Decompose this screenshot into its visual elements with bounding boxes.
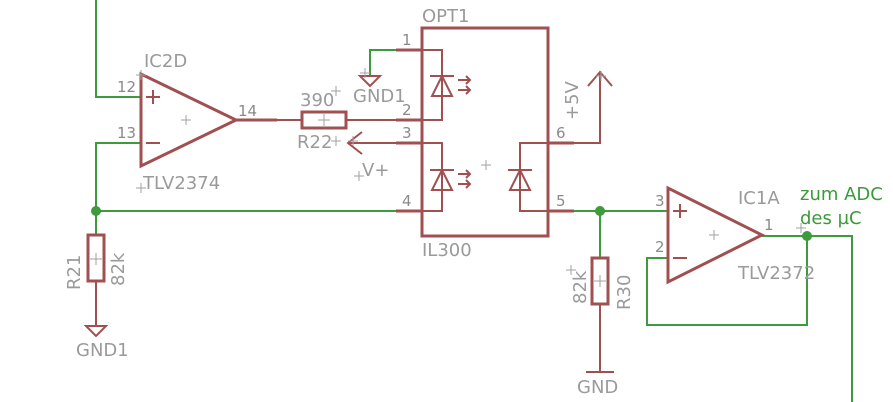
opt1-pin-4: 4 [402,192,412,210]
r30-value: 82k [570,270,591,304]
opt1-pin-6: 6 [556,124,566,142]
ic1a-name: IC1A [738,188,780,209]
opt1-pin-1: 1 [402,31,412,49]
output-label-line2: des µC [800,208,862,229]
ic2d-pin-plus: 12 [117,78,136,96]
gnd1-symbol-top [357,75,383,88]
r22-value: 390 [300,90,334,111]
wire-ic1a-output [762,235,853,402]
r21-value: 82k [108,252,129,286]
gnd1-label-bottom: GND1 [76,340,129,361]
wire-ic1a-feedback [646,236,808,326]
gnd-label: GND [577,377,618,398]
wire-ic2d-minus [95,142,141,211]
optocoupler-opt1[interactable] [396,26,574,238]
op-amp-ic1a[interactable] [666,185,766,285]
r21-name: R21 [64,255,85,290]
ic2d-pin-minus: 13 [117,124,136,142]
ic1a-pin-plus: 3 [655,192,665,210]
junction-dot-pin5 [595,206,605,216]
opt1-pin-2: 2 [402,101,412,119]
supply-5v-symbol [574,70,613,144]
supply-5v-label: +5V [562,80,583,120]
ic1a-pin-minus: 2 [655,238,665,256]
op-amp-ic2d[interactable] [139,71,277,169]
ic1a-pin-out: 1 [764,216,774,234]
r22-name: R22 [297,132,332,153]
output-label-line1: zum ADC [800,184,883,205]
vplus-label: V+ [362,160,389,181]
wire-gnd1-to-opt-pin1 [369,49,422,76]
ic2d-value: TLV2374 [142,173,220,194]
opt1-pin-5: 5 [556,192,566,210]
opt1-value: IL300 [422,240,472,261]
opt1-pin-3: 3 [402,124,412,142]
gnd1-symbol-bottom [83,325,109,338]
resistor-r30[interactable] [586,256,614,373]
ic2d-pin-out: 14 [238,102,257,120]
ic2d-name: IC2D [144,51,187,72]
wire-input-to-ic2d-plus [95,0,141,98]
ic1a-value: TLV2372 [737,263,815,284]
opt1-name: OPT1 [422,6,469,27]
junction-dot-left [91,206,101,216]
resistor-r21[interactable] [86,233,106,326]
junction-dot-output [802,231,812,241]
r30-name: R30 [614,275,635,310]
gnd1-label-top: GND1 [353,86,406,107]
